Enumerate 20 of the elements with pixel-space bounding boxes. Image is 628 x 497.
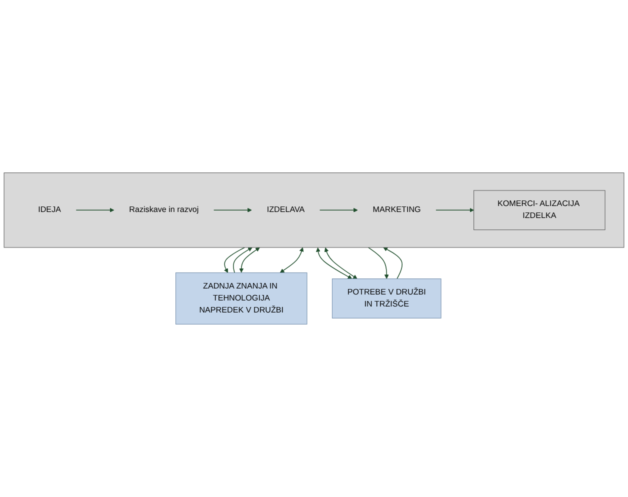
arrow (316, 248, 352, 279)
arrow (368, 247, 389, 279)
node-box: KOMERCI- ALIZACIJA IZDELKA (474, 190, 606, 230)
node-box: ZADNJA ZNANJA IN TEHNOLOGIJA NAPREDEK V DRUŽBI (176, 272, 308, 324)
arrow (383, 247, 403, 280)
node-text: IDEJA (38, 206, 61, 214)
arrow (213, 208, 252, 212)
node-box: POTREBE V DRUŽBI IN TRŽIŠČE (332, 278, 442, 318)
arrow (239, 247, 260, 273)
node-text: MARKETING (372, 206, 421, 214)
arrow (76, 208, 114, 212)
arrow (319, 208, 358, 212)
arrow (436, 208, 474, 212)
node-text: IZDELAVA (266, 206, 305, 214)
cluster (4, 172, 624, 248)
node-text: Raziskave in razvoj (129, 206, 199, 214)
arrow (224, 247, 245, 273)
arrow (232, 247, 252, 274)
arrow (280, 247, 304, 273)
arrow (324, 247, 358, 279)
